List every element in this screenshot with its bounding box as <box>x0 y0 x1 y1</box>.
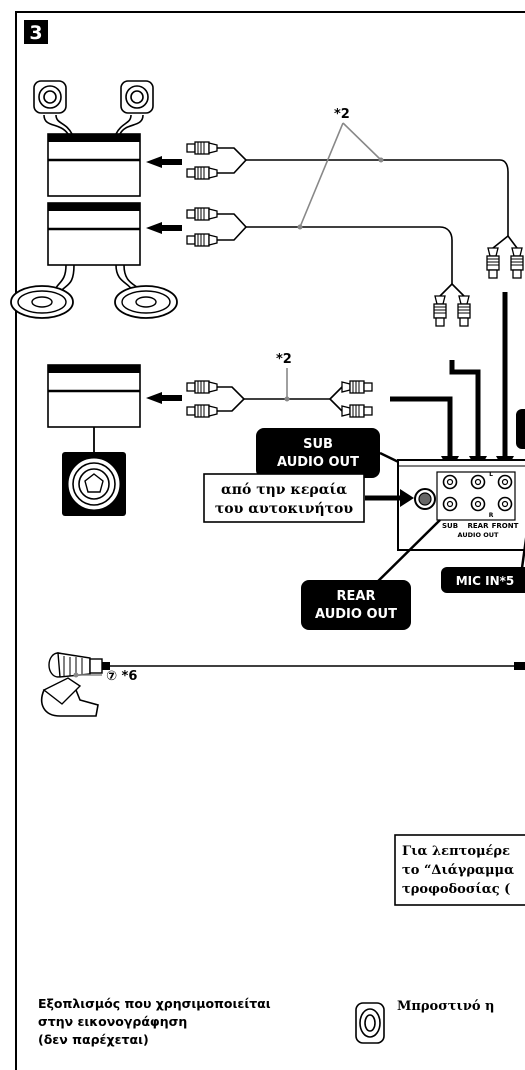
mic-in-label: MIC IN*5 <box>441 567 525 593</box>
note-2-leader-mid <box>284 368 290 402</box>
rear-audio-out-label: REAR AUDIO OUT <box>301 519 441 630</box>
svg-text:FRONT: FRONT <box>492 522 519 530</box>
rear-amplifier-icon <box>46 201 142 267</box>
svg-text:το “Διάγραμμα: το “Διάγραμμα <box>402 863 514 878</box>
front-tweeter-right-icon <box>115 80 154 135</box>
sub-amplifier-icon <box>46 363 142 429</box>
rear-speaker-left-icon <box>10 264 75 319</box>
svg-text:SUB: SUB <box>442 522 458 530</box>
svg-text:SUB: SUB <box>303 437 333 452</box>
svg-text:AUDIO OUT: AUDIO OUT <box>458 531 500 539</box>
arrow-front-amp-icon <box>146 156 182 168</box>
svg-text:από την κεραία: από την κεραία <box>221 481 347 498</box>
svg-text:R: R <box>489 512 494 519</box>
front-rca-cable <box>186 141 524 279</box>
front-audio-out-label-stub <box>516 409 525 449</box>
step-number-box <box>24 20 48 44</box>
footer-equipment-note: Εξοπλισμός που χρησιμοποιείται στην εικο… <box>38 996 271 1047</box>
subwoofer-icon <box>62 452 126 516</box>
svg-text:REAR: REAR <box>468 522 490 530</box>
svg-text:Για λεπτομέρε: Για λεπτομέρε <box>402 844 510 859</box>
arrow-sub-amp-icon <box>146 392 182 404</box>
mic-cable <box>110 662 525 670</box>
svg-text:AUDIO OUT: AUDIO OUT <box>315 607 397 622</box>
rear-speaker-right-icon <box>114 264 178 319</box>
svg-text:Εξοπλισμός που χρησιμοποιείται: Εξοπλισμός που χρησιμοποιείται <box>38 996 271 1011</box>
antenna-label: από την κεραία του αυτοκινήτου <box>203 473 414 523</box>
sub-rca-cable <box>186 380 373 418</box>
svg-text:του αυτοκινήτου: του αυτοκινήτου <box>215 501 354 517</box>
svg-text:στην εικονογράφηση: στην εικονογράφηση <box>38 1014 187 1029</box>
svg-text:(δεν παρέχεται): (δεν παρέχεται) <box>38 1032 149 1047</box>
front-amplifier-icon <box>46 132 142 198</box>
arrow-rear-amp-icon <box>146 222 182 234</box>
svg-text:REAR: REAR <box>337 589 376 604</box>
figure-frame <box>15 11 525 1070</box>
svg-text:MIC IN*5: MIC IN*5 <box>456 574 515 588</box>
front-speaker-legend-icon <box>355 1002 385 1044</box>
mic-callout: ⑦ *6 <box>73 669 137 684</box>
head-unit-rear-panel: L R SUB REAR FRONT AUDIO OUT <box>397 459 525 569</box>
power-connection-note: Για λεπτομέρε το “Διάγραμμα τροφοδοσίας … <box>394 834 525 906</box>
rear-rca-cable <box>186 207 471 327</box>
microphone-icon <box>40 652 110 717</box>
front-speaker-legend-label: Μπροστινό η <box>397 999 495 1014</box>
front-tweeter-left-icon <box>33 80 73 135</box>
svg-text:AUDIO OUT: AUDIO OUT <box>277 455 359 470</box>
step-number: 3 <box>29 22 42 44</box>
svg-text:⑦ *6: ⑦ *6 <box>106 669 137 684</box>
note-2-top: *2 <box>334 107 350 122</box>
svg-text:τροφοδοσίας (: τροφοδοσίας ( <box>402 882 510 897</box>
note-2-leader-top <box>297 122 384 230</box>
note-2-mid: *2 <box>276 352 292 367</box>
svg-text:L: L <box>489 471 493 478</box>
cables-to-unit <box>390 292 514 472</box>
